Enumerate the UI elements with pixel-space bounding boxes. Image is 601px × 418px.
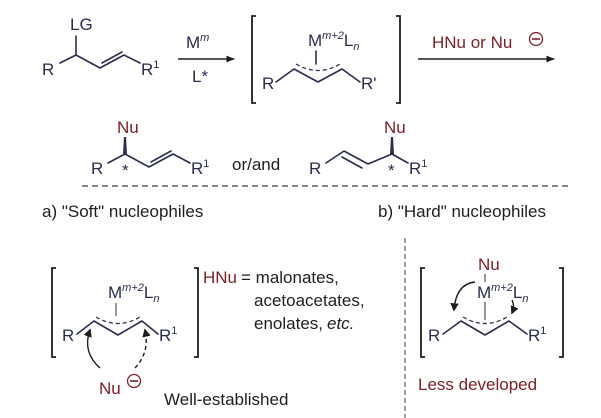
metal-complex-label: Mm+2Ln	[108, 282, 159, 305]
soft-nucleophile-complex: Mm+2Ln R R1 Nu	[51, 267, 199, 398]
substituent-r1: R1	[159, 325, 177, 345]
step1-arrow: Mm L*	[178, 32, 235, 86]
or-and-connector: or/and	[232, 155, 280, 174]
nucleophile-label: Nu	[99, 379, 121, 398]
hnu-example-3: enolates,	[254, 314, 323, 333]
hnu-label: HNu	[203, 268, 237, 287]
inner-sphere-attack-arrow	[83, 328, 101, 369]
hnu-etc: etc.	[327, 314, 354, 333]
substituent-r: R	[309, 159, 321, 178]
panel-a-title: a) "Soft" nucleophiles	[42, 202, 203, 221]
product-branched: Nu R * R1	[91, 118, 209, 180]
svg-text:HNu= malonates,: HNu= malonates,	[203, 268, 339, 287]
svg-text:enolates,etc.: enolates,etc.	[254, 314, 354, 333]
panel-b-status: Less developed	[418, 375, 537, 394]
hnu-example-2: acetoacetates,	[254, 291, 365, 310]
negative-charge-icon	[126, 373, 142, 389]
metal-reagent-label: Mm	[186, 32, 209, 52]
hnu-example-1: = malonates,	[241, 268, 339, 287]
panel-a-status: Well-established	[164, 390, 288, 409]
stereocenter-mark: *	[388, 161, 395, 180]
metal-complex-label: Mm+2Ln	[308, 30, 359, 53]
negative-charge-icon	[528, 31, 544, 47]
metal-complex-label: Mm+2Ln	[477, 282, 528, 305]
soft-nucleophile-examples: HNu= malonates, acetoacetates, enolates,…	[203, 268, 365, 333]
nucleophile-label: Nu	[384, 118, 406, 137]
step2-arrow: HNu or Nu	[418, 31, 555, 63]
panel-b-title: b) "Hard" nucleophiles	[378, 202, 546, 221]
substituent-r-prime: R'	[361, 74, 377, 93]
substituent-r1: R1	[141, 59, 159, 79]
reactant-allyl-substrate: LG R R1	[42, 15, 159, 79]
substituent-r1: R1	[528, 325, 546, 345]
substituent-r: R	[262, 74, 274, 93]
substituent-r1: R1	[191, 158, 209, 178]
substituent-r: R	[62, 326, 74, 345]
nucleophile-label: Nu	[117, 118, 139, 137]
migration-arrow-right	[510, 299, 519, 315]
chiral-ligand-label: L*	[192, 67, 208, 86]
substituent-r: R	[428, 326, 440, 345]
outer-sphere-attack-arrow	[134, 328, 151, 369]
nucleophile-reagent-label: HNu or Nu	[432, 33, 512, 52]
pi-allyl-intermediate: Mm+2Ln R R'	[251, 15, 401, 104]
product-linear: Nu R * R1	[309, 118, 427, 180]
nucleophile-label: Nu	[478, 255, 500, 274]
leaving-group-label: LG	[70, 15, 93, 34]
stereocenter-mark: *	[122, 161, 129, 180]
migration-arrow-left	[450, 281, 476, 312]
hard-nucleophile-complex: Nu Mm+2Ln R R1	[420, 255, 564, 358]
substituent-r: R	[91, 159, 103, 178]
substituent-r1: R1	[409, 158, 427, 178]
substituent-r: R	[42, 60, 54, 79]
